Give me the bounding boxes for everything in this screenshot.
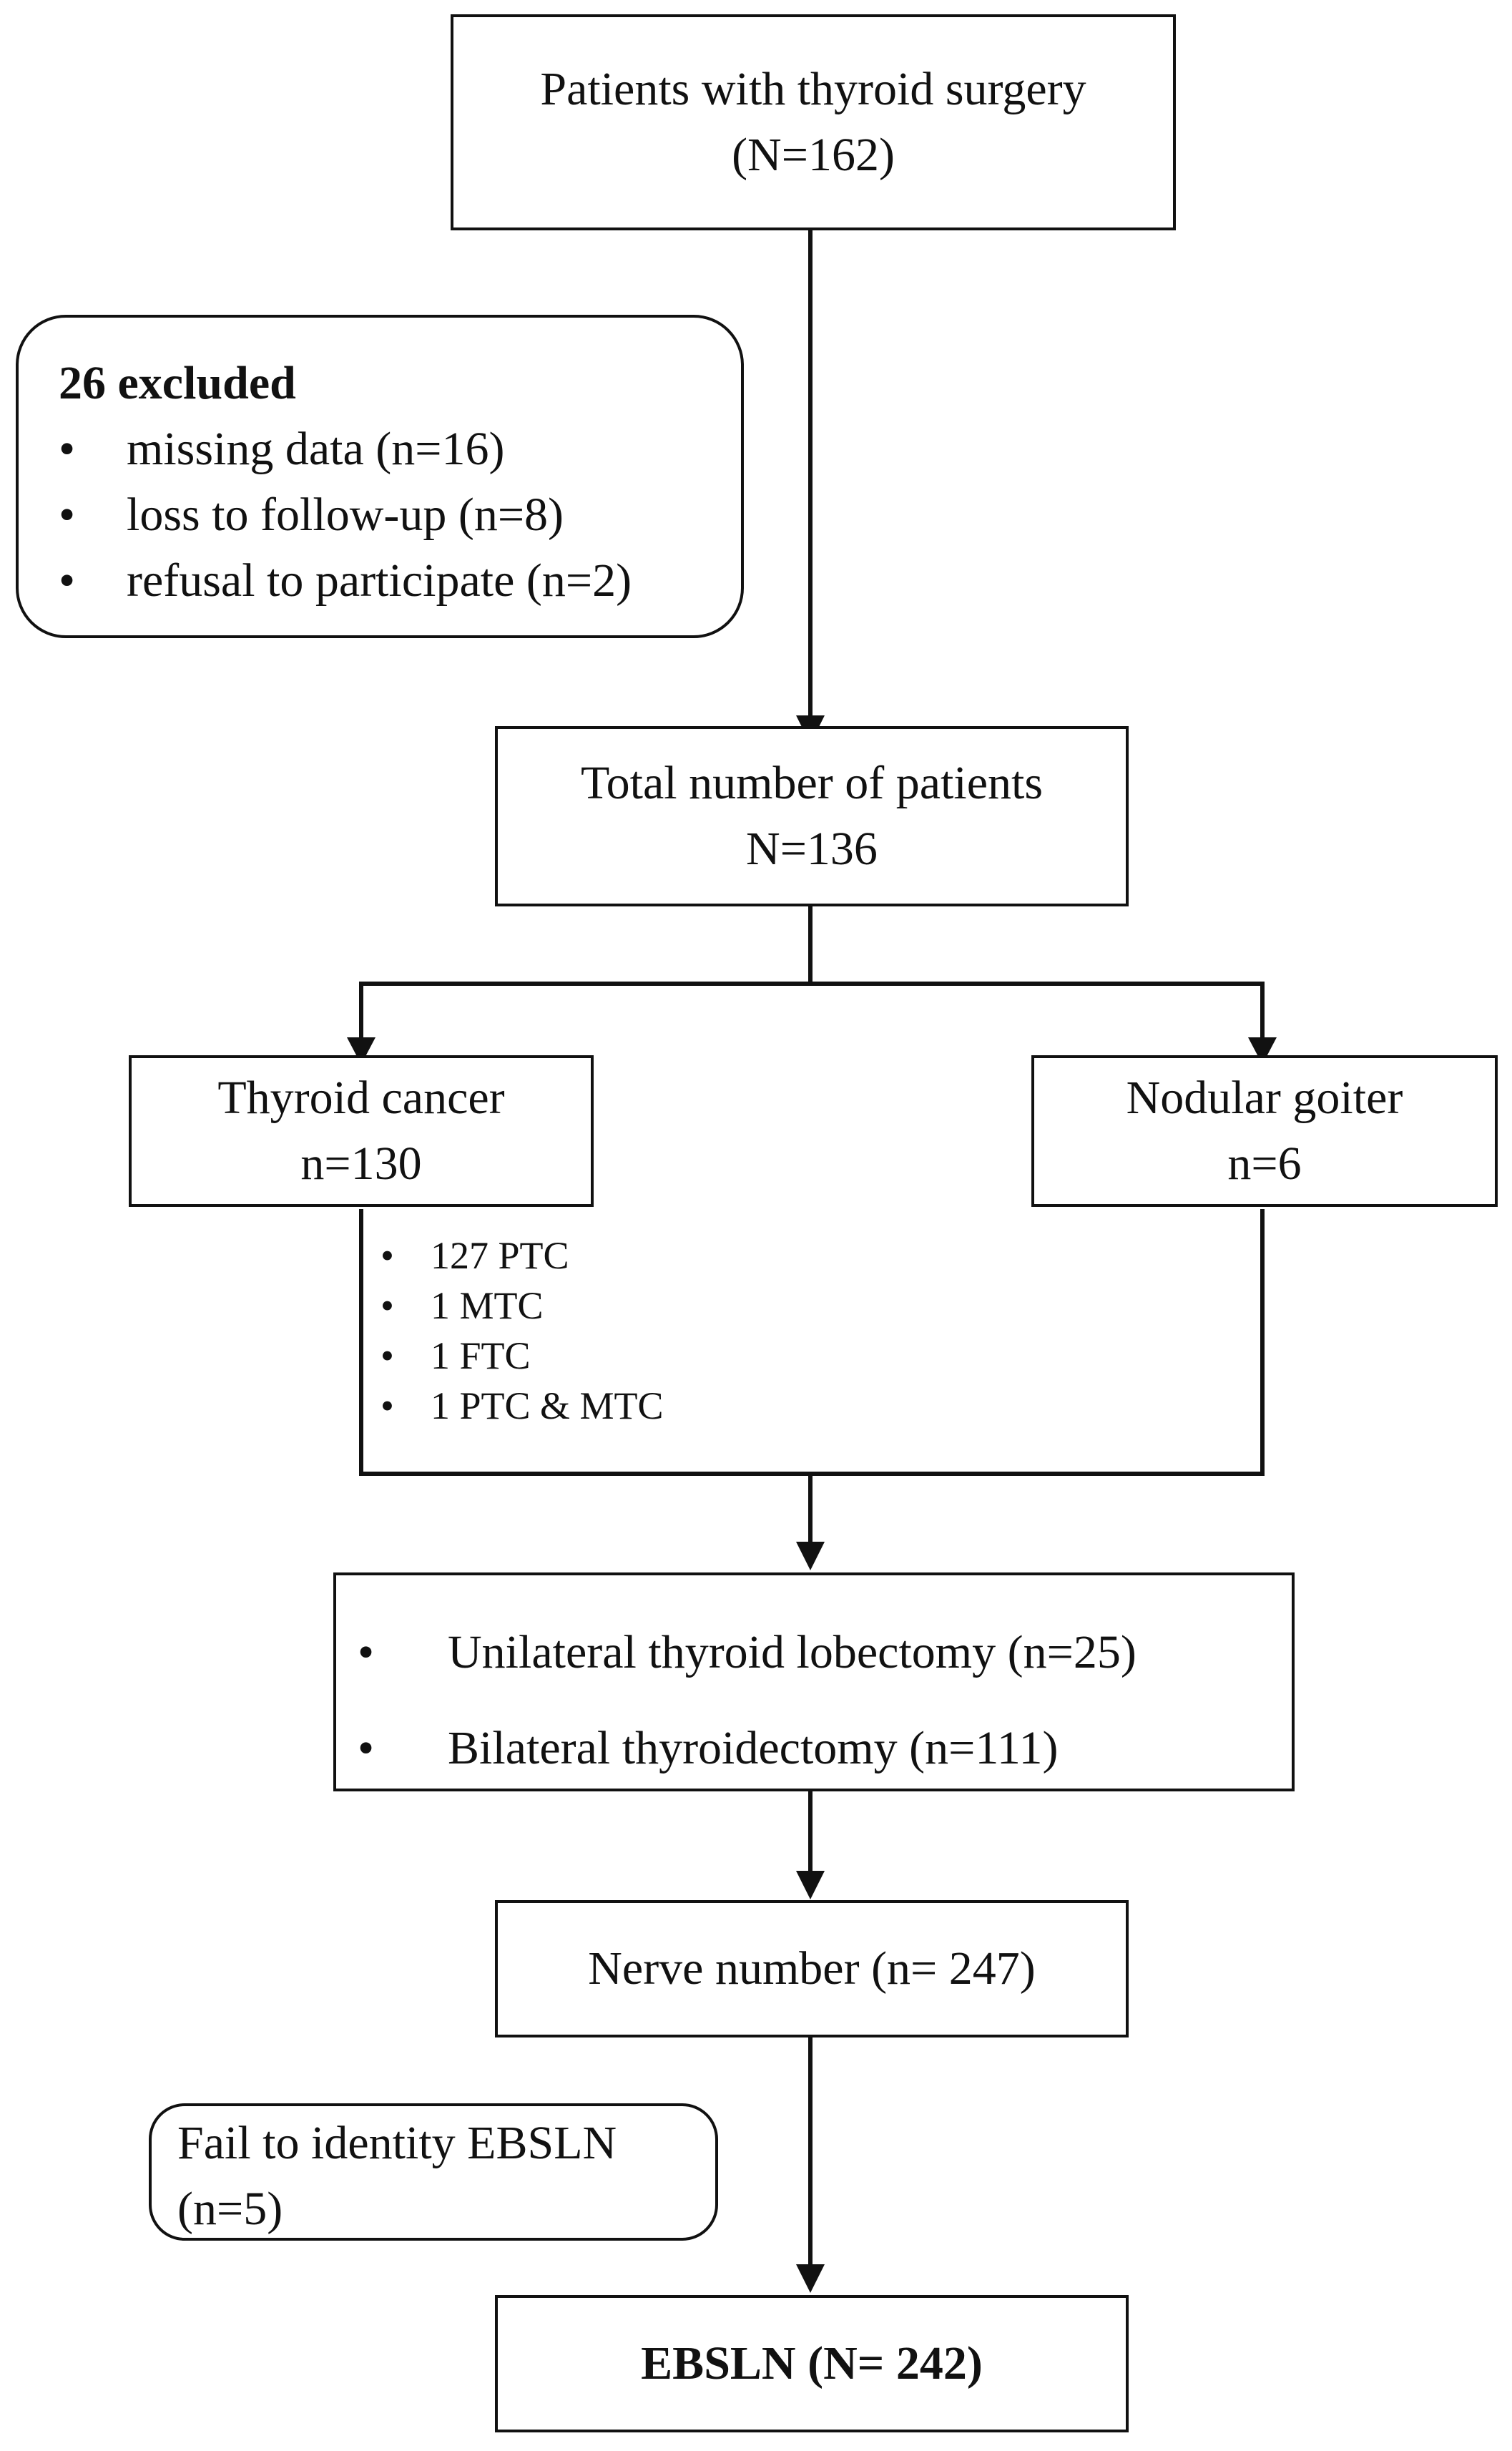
- bullet-icon: •: [381, 1384, 394, 1427]
- list-item: • missing data (n=16): [59, 416, 741, 482]
- subtype-label: 1 FTC: [431, 1334, 531, 1377]
- surgery-item-label: Unilateral thyroid lobectomy (n=25): [448, 1626, 1137, 1678]
- node-total-line1: Total number of patients: [580, 757, 1044, 809]
- node-goiter-line2: n=6: [1227, 1138, 1302, 1190]
- arrowhead-to-cancer: [347, 1037, 375, 1065]
- node-nerves-label: Nerve number (n= 247): [588, 1942, 1036, 1995]
- cancer-subtype-list: • 127 PTC • 1 MTC • 1 FTC • 1 PTC & MTC: [365, 1231, 794, 1445]
- node-total-line2: N=136: [746, 823, 878, 875]
- node-goiter-line1: Nodular goiter: [1126, 1072, 1403, 1124]
- node-fail-line2: (n=5): [177, 2183, 283, 2235]
- bullet-icon: •: [59, 489, 76, 541]
- bullet-icon: •: [358, 1626, 375, 1678]
- excluded-item-label: loss to follow-up (n=8): [127, 489, 564, 541]
- node-fail-line1: Fail to identity EBSLN: [177, 2117, 617, 2169]
- node-cancer-line2: n=130: [300, 1138, 422, 1190]
- node-total-patients: Total number of patients N=136: [495, 726, 1129, 906]
- list-item: • refusal to participate (n=2): [59, 548, 741, 614]
- list-item: • 1 PTC & MTC: [365, 1381, 794, 1431]
- excluded-item-label: refusal to participate (n=2): [127, 554, 632, 607]
- node-fail-to-identify: Fail to identity EBSLN (n=5): [149, 2103, 718, 2241]
- surgery-item-label: Bilateral thyroidectomy (n=111): [448, 1722, 1059, 1774]
- bullet-icon: •: [59, 554, 76, 607]
- bullet-icon: •: [59, 423, 76, 475]
- node-thyroid-cancer: Thyroid cancer n=130: [129, 1055, 594, 1207]
- list-item: • Bilateral thyroidectomy (n=111): [358, 1716, 1292, 1781]
- subtype-items: • 127 PTC • 1 MTC • 1 FTC • 1 PTC & MTC: [365, 1231, 794, 1431]
- node-ebsln-final: EBSLN (N= 242): [495, 2295, 1129, 2432]
- arrowhead-merge-to-surgery: [796, 1542, 825, 1570]
- node-start-line1: Patients with thyroid surgery: [540, 63, 1086, 115]
- bullet-icon: •: [381, 1234, 394, 1277]
- bullet-icon: •: [358, 1722, 375, 1774]
- node-patients-with-surgery: Patients with thyroid surgery (N=162): [451, 14, 1176, 230]
- excluded-item-label: missing data (n=16): [127, 423, 505, 475]
- node-start-line2: (N=162): [732, 129, 895, 181]
- excluded-title: 26 excluded: [59, 357, 296, 409]
- subtype-label: 127 PTC: [431, 1234, 569, 1277]
- arrowhead-nerves-to-final: [796, 2264, 825, 2293]
- node-nerve-number: Nerve number (n= 247): [495, 1900, 1129, 2037]
- subtype-label: 1 MTC: [431, 1284, 544, 1327]
- list-item: • 127 PTC: [365, 1231, 794, 1281]
- excluded-list: • missing data (n=16) • loss to follow-u…: [59, 416, 741, 614]
- subtype-label: 1 PTC & MTC: [431, 1384, 664, 1427]
- list-item: • 1 FTC: [365, 1331, 794, 1381]
- surgery-list: • Unilateral thyroid lobectomy (n=25) • …: [358, 1620, 1292, 1781]
- node-excluded: 26 excluded • missing data (n=16) • loss…: [16, 315, 744, 638]
- bullet-icon: •: [381, 1284, 394, 1327]
- list-item: • loss to follow-up (n=8): [59, 482, 741, 548]
- arrowhead-surgery-to-nerves: [796, 1871, 825, 1899]
- list-item: • Unilateral thyroid lobectomy (n=25): [358, 1620, 1292, 1686]
- arrowhead-to-goiter: [1248, 1037, 1277, 1065]
- node-nodular-goiter: Nodular goiter n=6: [1031, 1055, 1498, 1207]
- bullet-icon: •: [381, 1334, 394, 1377]
- node-final-label: EBSLN (N= 242): [641, 2337, 983, 2389]
- list-item: • 1 MTC: [365, 1281, 794, 1331]
- node-cancer-line1: Thyroid cancer: [217, 1072, 505, 1124]
- node-surgery-types: • Unilateral thyroid lobectomy (n=25) • …: [333, 1572, 1295, 1791]
